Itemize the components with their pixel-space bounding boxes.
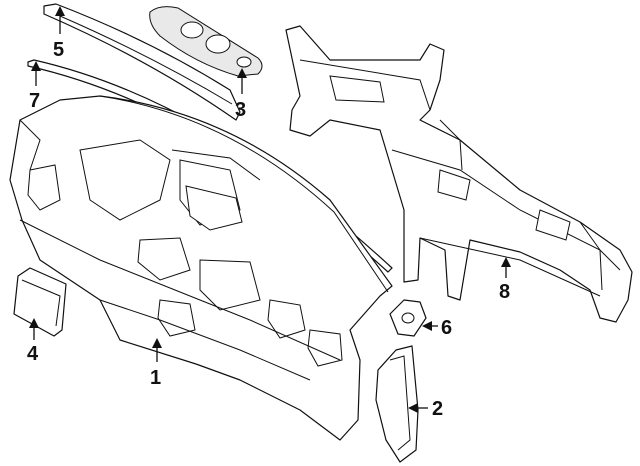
callout-label: 8	[499, 281, 510, 303]
callout-label: 2	[432, 398, 443, 420]
part-6-bracket	[389, 299, 427, 337]
callout-3: 3	[235, 68, 247, 121]
callout-1: 1	[150, 338, 162, 389]
callout-6: 6	[422, 317, 452, 339]
callout-label: 6	[441, 317, 452, 339]
part-3-cluster-bezel	[149, 6, 263, 77]
part-4-side-cover	[13, 267, 67, 337]
callout-5: 5	[53, 6, 65, 61]
part-8-cross-beam	[285, 25, 633, 323]
part-7-molding-strip	[27, 59, 393, 273]
callout-8: 8	[499, 257, 511, 303]
part-5-trim-strip	[43, 3, 241, 121]
callout-7: 7	[29, 61, 41, 112]
part-1-dash-panel	[9, 95, 393, 441]
callout-label: 3	[235, 99, 246, 121]
part-2-side-trim	[375, 345, 419, 463]
callout-label: 7	[29, 90, 40, 112]
callout-label: 1	[150, 367, 161, 389]
callout-label: 4	[27, 343, 39, 365]
callout-2: 2	[408, 398, 443, 420]
callout-label: 5	[53, 39, 64, 61]
callout-4: 4	[27, 318, 39, 365]
